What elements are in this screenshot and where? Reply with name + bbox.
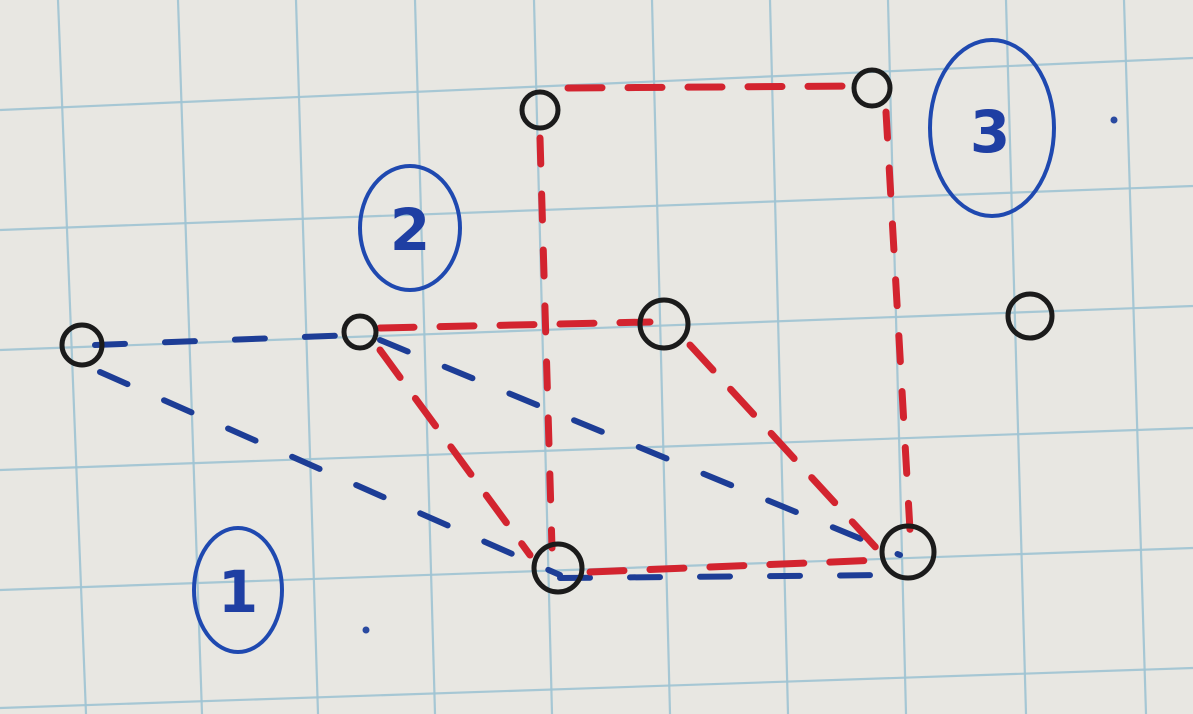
grid-line-vertical bbox=[294, 0, 320, 714]
label-2-text: 2 bbox=[390, 196, 430, 264]
red-dashed-edge bbox=[376, 318, 654, 332]
vertex-circle bbox=[879, 523, 937, 581]
red-dashed-edge bbox=[882, 108, 914, 534]
red-dashed-shape bbox=[376, 82, 914, 576]
vertex-circle bbox=[637, 297, 691, 351]
vertex-circle bbox=[1005, 291, 1055, 341]
ink-dots bbox=[362, 116, 1118, 634]
grid-line-horizontal bbox=[0, 304, 1193, 352]
grid-line-vertical bbox=[1122, 0, 1148, 714]
vertex-circle bbox=[341, 313, 379, 351]
grid-line-vertical bbox=[768, 0, 790, 714]
grid-line-vertical bbox=[650, 0, 672, 714]
ink-dot bbox=[1110, 116, 1118, 124]
red-dashed-edge bbox=[686, 341, 884, 556]
vertex-circle bbox=[851, 67, 893, 109]
blue-dashed-edge bbox=[377, 337, 903, 558]
grid-line-vertical bbox=[56, 0, 88, 714]
ink-dot bbox=[362, 626, 370, 634]
grid-line-vertical bbox=[532, 0, 554, 714]
grid-line-vertical bbox=[1004, 0, 1028, 714]
blue-dashed-edge bbox=[97, 369, 563, 578]
label-ring-2 bbox=[358, 164, 462, 292]
blue-dashed-shape bbox=[92, 332, 903, 581]
vertex-circle bbox=[531, 541, 585, 595]
red-dashed-edge bbox=[586, 556, 884, 576]
red-dashed-edge bbox=[564, 82, 864, 92]
vertices bbox=[59, 67, 1055, 595]
grid-line-horizontal bbox=[0, 426, 1193, 472]
grid-line-horizontal bbox=[0, 56, 1193, 112]
label-1-text: 1 bbox=[218, 558, 258, 626]
label-1: 1 bbox=[192, 526, 284, 654]
red-dashed-edge bbox=[536, 134, 556, 552]
grid-line-vertical bbox=[413, 0, 437, 714]
grid-line-horizontal bbox=[0, 666, 1193, 710]
label-3-text: 3 bbox=[970, 98, 1010, 166]
label-2: 2 bbox=[358, 164, 462, 292]
label-ring-1 bbox=[192, 526, 284, 654]
vertex-circle bbox=[59, 322, 105, 368]
grid-line-vertical bbox=[176, 0, 204, 714]
vertex-circle bbox=[519, 89, 561, 131]
grid-line-horizontal bbox=[0, 184, 1193, 232]
label-ring-3 bbox=[928, 38, 1056, 218]
blue-dashed-edge bbox=[557, 572, 893, 581]
label-3: 3 bbox=[928, 38, 1056, 218]
blue-dashed-edge bbox=[92, 332, 358, 348]
red-dashed-edge bbox=[376, 346, 534, 559]
